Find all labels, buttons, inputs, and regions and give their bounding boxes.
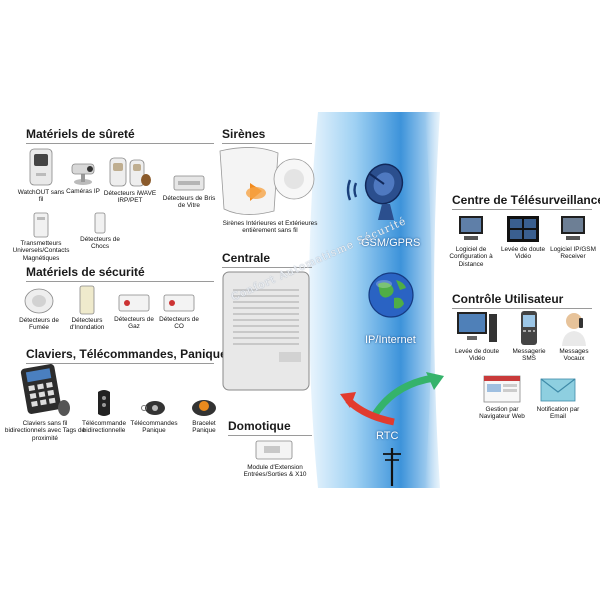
device-watchout: WatchOUT sans fil [16, 147, 66, 204]
service-label: Levée de doute Vidéo [500, 246, 546, 261]
section-divider [222, 267, 312, 268]
service-label: Messages Vocaux [559, 348, 589, 363]
service-label: Gestion par Navigateur Web [479, 406, 525, 421]
section-title-centrale: Centrale [222, 251, 271, 265]
device-co: Détecteurs de CO [156, 292, 202, 331]
service-logiciel-receiver: Logiciel IP/GSM Receiver [548, 214, 598, 261]
device-inondation: Détecteurs d'Inondation [62, 285, 112, 332]
device-label: Claviers sans fil bidirectionnels avec T… [4, 420, 86, 442]
computer-icon [561, 216, 585, 240]
domotique-caption: Module d'Extension Entrées/Sorties & X10 [232, 462, 318, 479]
desktop-computer-icon [457, 312, 497, 342]
email-envelope-icon [540, 378, 576, 402]
device-label: Bracelet Panique [192, 420, 216, 435]
siren-caption: Sirènes Intérieures et Extérieures entiè… [220, 218, 320, 235]
section-divider [26, 143, 214, 144]
section-divider [26, 281, 214, 282]
section-title-claviers: Claviers, Télécommandes, Panique [26, 347, 227, 361]
section-title-controle: Contrôle Utilisateur [452, 292, 564, 306]
shock-detector-icon [94, 212, 106, 234]
extension-module-icon [255, 440, 293, 460]
telephone-pole-icon [383, 448, 401, 486]
glass-break-detector-icon [173, 175, 205, 191]
device-label: Caméras IP [66, 188, 100, 195]
magnetic-contact-icon [33, 212, 49, 238]
service-label: Logiciel de Configuration à Distance [449, 246, 493, 268]
device-label: Sirènes Intérieures et Extérieures entiè… [222, 220, 318, 235]
device-label: Détecteurs de Chocs [80, 236, 120, 251]
remote-control-icon [98, 390, 110, 416]
network-label-rtc: RTC [376, 430, 399, 442]
web-browser-icon [483, 375, 521, 403]
device-telecommande-panique: Télécommandes Panique [128, 398, 180, 435]
device-bracelet: Bracelet Panique [180, 396, 228, 435]
device-telecommande-bidir: Télécommande bidirectionnelle [78, 388, 130, 435]
service-label: Messagerie SMS [512, 348, 546, 363]
section-divider [222, 143, 312, 144]
rtc-arrows [340, 372, 444, 426]
device-label: Détecteurs de CO [159, 316, 199, 331]
co-detector-icon [163, 294, 195, 312]
globe-icon [368, 272, 414, 318]
network-label-ip: IP/Internet [365, 334, 416, 346]
video-wall-icon [507, 216, 539, 242]
computer-icon [459, 216, 483, 240]
section-divider [26, 363, 214, 364]
device-label: Télécommandes Panique [130, 420, 178, 435]
panic-bracelet-icon [192, 400, 216, 416]
user-sms: Messagerie SMS [508, 310, 550, 363]
device-label: Détecteurs de Gaz [114, 316, 154, 331]
user-levee-video: Levée de doute Vidéo [448, 310, 506, 363]
service-logiciel-config: Logiciel de Configuration à Distance [446, 214, 496, 268]
motion-detector-icon [29, 148, 53, 186]
mobile-phone-icon [521, 311, 537, 345]
panic-remote-icon [141, 401, 165, 415]
user-email: Notification par Email [530, 376, 586, 421]
keypad-icon [20, 364, 70, 416]
section-divider [452, 209, 592, 210]
section-title-securite: Matériels de sécurité [26, 265, 145, 279]
smoke-detector-icon [24, 288, 54, 314]
device-fumee: Détecteurs de Fumée [14, 285, 64, 332]
section-title-surete: Matériels de sûreté [26, 127, 135, 141]
device-label: Détecteurs iWAVE IRP/PET [103, 190, 157, 205]
device-iwave: Détecteurs iWAVE IRP/PET [102, 156, 158, 205]
user-vocal: Messages Vocaux [552, 310, 596, 363]
network-label-gsm: GSM/GPRS [361, 237, 421, 249]
device-label: Détecteurs d'Inondation [69, 317, 105, 332]
control-panel-icon [222, 271, 310, 391]
service-label: Levée de doute Vidéo [454, 348, 500, 363]
satellite-dish-icon [346, 163, 404, 220]
section-divider [228, 435, 312, 436]
device-label: Détecteurs de Fumée [19, 317, 59, 332]
section-title-domotique: Domotique [228, 419, 291, 433]
user-navigateur: Gestion par Navigateur Web [472, 374, 532, 421]
pir-detector-icon [109, 157, 151, 187]
section-divider [452, 308, 592, 309]
service-label: Logiciel IP/GSM Receiver [550, 246, 596, 261]
flood-detector-icon [79, 285, 95, 315]
device-label: Transmetteurs Universels/Contacts Magnét… [12, 240, 70, 262]
person-on-phone-icon [562, 313, 586, 346]
device-chocs: Détecteurs de Chocs [78, 212, 122, 251]
device-bris-vitre: Détecteurs de Bris de Vitre [160, 173, 218, 210]
device-label: Module d'Extension Entrées/Sorties & X10 [243, 464, 307, 479]
device-camera-ip: Caméras IP [62, 160, 104, 195]
ip-camera-icon [71, 163, 95, 185]
service-levee-video: Levée de doute Vidéo [498, 214, 548, 261]
section-title-sirenes: Sirènes [222, 127, 266, 141]
siren-icon [219, 147, 315, 215]
device-label: Détecteurs de Bris de Vitre [162, 195, 216, 210]
service-label: Notification par Email [536, 406, 580, 421]
gas-detector-icon [118, 294, 150, 312]
section-title-telesurveillance: Centre de Télésurveillance [452, 193, 600, 207]
device-label: Télécommande bidirectionnelle [81, 420, 127, 435]
device-gaz: Détecteurs de Gaz [110, 292, 158, 331]
device-transmetteur: Transmetteurs Universels/Contacts Magnét… [2, 212, 80, 262]
device-clavier: Claviers sans fil bidirectionnels avec T… [2, 364, 88, 442]
device-label: WatchOUT sans fil [17, 189, 65, 204]
